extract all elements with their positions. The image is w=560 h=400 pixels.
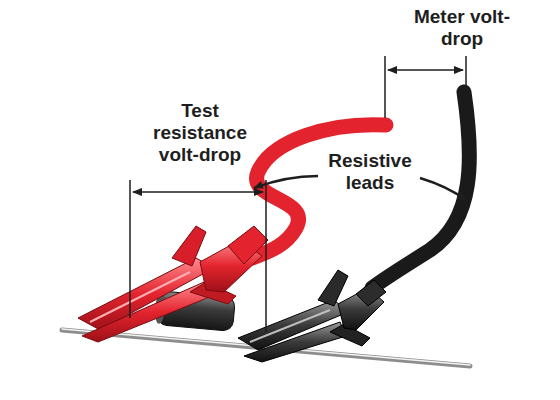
red-crocodile-clip	[78, 226, 268, 342]
black-crocodile-clip	[238, 270, 386, 362]
test-resistance-dimension-bracket	[130, 180, 266, 332]
annotation-label: Meter volt-drop	[407, 6, 517, 50]
annotation-label: Test resistance volt-drop	[135, 100, 265, 166]
annotation-label: Resistive leads	[315, 150, 425, 194]
meter-dimension-bracket	[385, 56, 466, 118]
